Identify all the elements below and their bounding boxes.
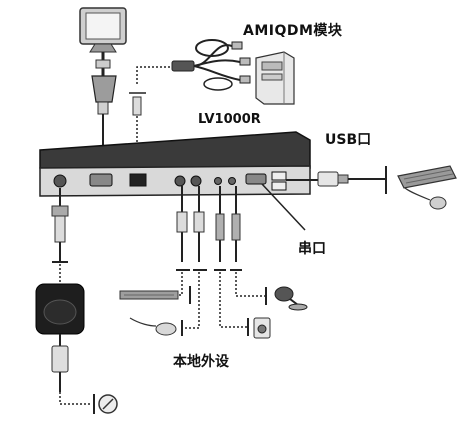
- power-plug-icon: [51, 345, 92, 405]
- serial-port-label: 串口: [298, 241, 326, 257]
- microphone-icon: [274, 286, 308, 311]
- usb-connector-icon: [286, 166, 387, 194]
- power-cable: [51, 188, 69, 284]
- keyboard-icon: [119, 290, 179, 300]
- aim-cable-icon: [171, 39, 251, 91]
- mouse-icon: [404, 187, 447, 210]
- mouse-icon: [129, 317, 177, 336]
- speaker-icon: [253, 317, 271, 339]
- vga-cable: [91, 52, 117, 178]
- aim-link-dotted: [129, 66, 172, 150]
- usb-port-label: USB口: [325, 132, 372, 148]
- keyboard-icon: [397, 165, 457, 189]
- local-peripherals-label: 本地外设: [173, 354, 229, 370]
- power-switch-icon: [93, 394, 118, 414]
- local-peripheral-cables: [125, 186, 267, 336]
- aim-module-label: AMIQDM模块: [243, 23, 343, 39]
- kvm-switch-icon: [39, 131, 311, 197]
- server-tower-icon: [255, 51, 295, 105]
- monitor-icon: [79, 7, 127, 53]
- power-adapter-icon: [35, 283, 85, 346]
- serial-port-pointer: [261, 183, 306, 231]
- device-model-label: LV1000R: [198, 112, 261, 127]
